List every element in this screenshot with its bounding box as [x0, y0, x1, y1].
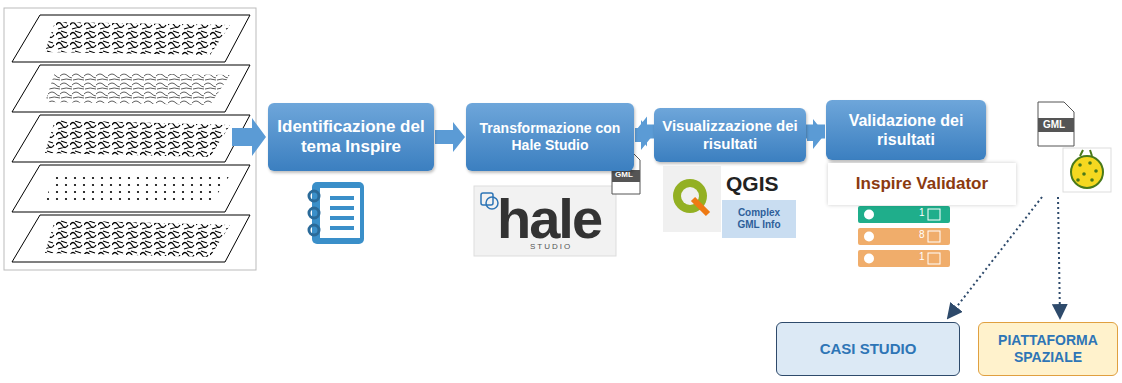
box-text: Visualizzazione dei risultati [660, 117, 800, 153]
output-box: CASI STUDIO [776, 322, 960, 376]
file-label: GML [615, 171, 633, 180]
process-box: Validazione dei risultati [826, 100, 986, 160]
flow-connector [435, 122, 465, 152]
plugin-icon [1063, 148, 1111, 192]
process-box: Transformazione con Hale Studio [466, 103, 634, 171]
flow-arrow [232, 118, 266, 156]
hale-logo-mark [481, 193, 498, 209]
box-text: Inspire Validator [856, 174, 988, 194]
file-label: GML [1043, 119, 1065, 130]
box-text: CASI STUDIO [820, 340, 917, 358]
process-box: Visualizzazione dei risultati [654, 108, 806, 162]
badge-count: 1 [919, 207, 925, 218]
logo-subtext: STUDIO [530, 243, 572, 252]
hale-logo-frame [474, 186, 616, 256]
plugin-box: Complex GML Info [722, 200, 796, 238]
dotted-arrow [948, 197, 1042, 318]
box-text: Identificazione del tema Inspire [274, 117, 428, 158]
process-box: Identificazione del tema Inspire [268, 103, 434, 171]
validator-box: Inspire Validator [828, 163, 1016, 205]
qgis-icon [663, 166, 721, 232]
box-text: PIATTAFORMA SPAZIALE [985, 332, 1111, 366]
logo-text: QGIS [726, 172, 779, 195]
map-layers [4, 8, 256, 270]
box-text: Transformazione con Hale Studio [472, 120, 628, 154]
box-text: Complex GML Info [728, 207, 790, 231]
file-icon [1038, 102, 1074, 146]
notebook-icon [309, 182, 364, 244]
badge-count: 1 [919, 251, 925, 262]
logo-text: hale [497, 188, 601, 250]
validator-badges [858, 206, 950, 267]
dotted-arrow [1058, 197, 1060, 318]
badge-count: 8 [919, 229, 925, 240]
box-text: Validazione dei risultati [832, 111, 980, 149]
output-box: PIATTAFORMA SPAZIALE [978, 322, 1118, 376]
